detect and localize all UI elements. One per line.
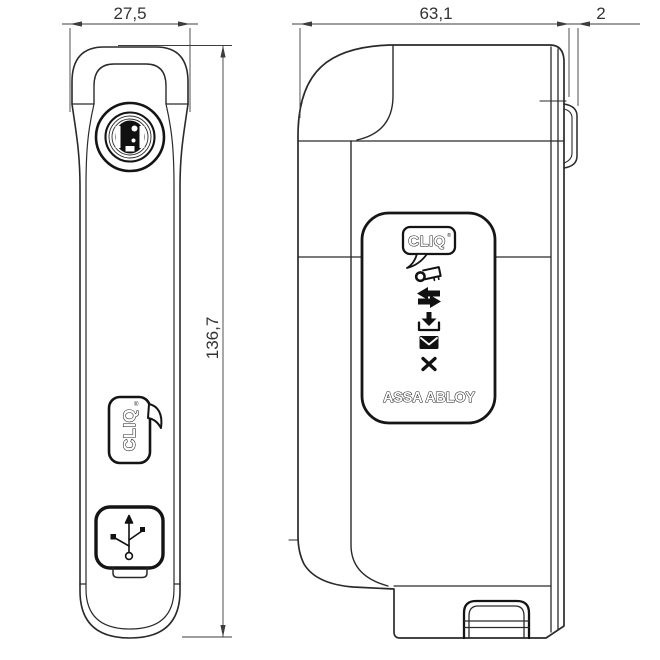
dim-text-front-width: 27,5 xyxy=(113,4,146,23)
front-bottom-outer xyxy=(79,583,181,639)
front-body-outer-left xyxy=(71,103,81,585)
download-icon xyxy=(417,312,441,332)
front-cliq-text: CLIQ xyxy=(120,409,139,452)
side-silhouette xyxy=(297,44,565,639)
front-body-inner-left xyxy=(85,103,95,585)
transfer-arrows-icon xyxy=(417,287,441,308)
key-icon xyxy=(414,266,442,283)
face-panel xyxy=(360,211,497,425)
dimension-side-clip: 2 xyxy=(577,4,606,106)
arrowhead xyxy=(70,21,82,27)
cross-icon xyxy=(421,356,437,372)
loop-inner xyxy=(468,605,525,639)
front-cliq-logo: CLIQ ® xyxy=(107,395,163,465)
front-body-outer-right xyxy=(179,103,189,585)
side-cliq-trademark: ® xyxy=(447,232,451,239)
side-cliq-bubble xyxy=(401,225,457,256)
side-grip-top xyxy=(356,45,394,141)
status-icons xyxy=(414,266,442,372)
side-back-line-2 xyxy=(546,48,559,639)
usb-port xyxy=(94,505,165,579)
usb-cover-tab xyxy=(112,567,148,579)
side-clip-bump-outer xyxy=(563,103,578,169)
usb-panel xyxy=(94,505,165,570)
dim-text-side-width: 63,1 xyxy=(419,4,452,23)
keyway-icon xyxy=(115,120,145,154)
front-bottom-inner xyxy=(85,583,175,630)
front-body-inner-right xyxy=(165,103,175,585)
side-grip-inner xyxy=(350,140,389,587)
keyhole-cylinder xyxy=(94,101,166,173)
front-head-outer xyxy=(71,46,189,105)
arrowhead xyxy=(178,21,190,27)
front-view: CLIQ ® xyxy=(71,46,189,639)
arrowhead xyxy=(578,21,590,27)
keyhole-mid-ring xyxy=(104,111,156,163)
dimension-side-width: 63,1 xyxy=(292,4,640,118)
front-cliq-bubble-tail xyxy=(147,403,163,429)
keyhole-outer-ring xyxy=(94,101,166,173)
brand-logo: ASSA ABLOY xyxy=(383,390,476,406)
keyhole-fine-ring-1 xyxy=(108,115,152,159)
side-clip-bump-inner xyxy=(563,108,573,164)
dimension-annotations: 27,5 136,7 63,1 2 xyxy=(62,4,640,638)
side-view: CLIQ ® xyxy=(288,44,578,640)
lanyard-loop xyxy=(462,599,531,640)
dim-text-side-clip: 2 xyxy=(596,4,605,23)
side-cliq-text: CLIQ xyxy=(408,233,445,250)
front-cliq-trademark: ® xyxy=(134,401,139,408)
mail-icon xyxy=(419,336,439,349)
usb-icon xyxy=(110,514,145,561)
front-cliq-bubble xyxy=(107,395,152,465)
arrowhead xyxy=(557,21,569,27)
dimension-front-width: 27,5 xyxy=(62,4,198,112)
arrowhead xyxy=(220,45,226,58)
dim-text-front-height: 136,7 xyxy=(203,317,222,360)
keyhole-fine-ring-2 xyxy=(111,118,149,156)
arrowhead xyxy=(220,625,226,637)
dimension-front-height: 136,7 xyxy=(118,45,232,638)
side-cliq-logo: CLIQ ® xyxy=(401,225,457,269)
arrowhead xyxy=(300,21,312,27)
front-head-inner xyxy=(93,63,167,105)
loop-outer xyxy=(462,599,531,640)
side-cliq-bubble-tail xyxy=(406,253,428,269)
